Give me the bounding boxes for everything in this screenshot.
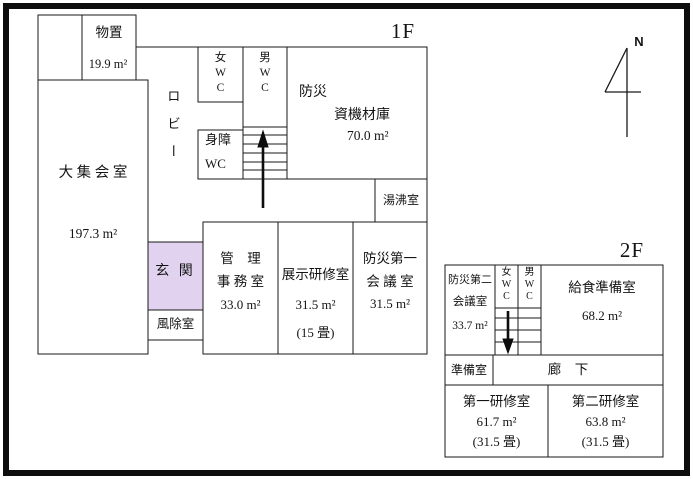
accessible-wc-line2: WC	[205, 156, 226, 171]
disaster-storage-area: 70.0 m²	[347, 128, 389, 143]
room-entrance-outline	[147, 241, 204, 311]
disaster-meeting1-line1: 防災第一	[363, 251, 417, 266]
main-hall-name: 大 集 会 室	[58, 165, 128, 181]
corridor-label: 廊 下	[547, 362, 589, 377]
disaster-meeting2-line2: 会議室	[452, 296, 488, 308]
stairs-up-arrow-icon	[257, 129, 269, 208]
mens-wc-1f-label: 男 W C	[259, 52, 271, 94]
exhibition-name: 展示研修室	[281, 267, 350, 282]
disaster-storage-line1: 防災	[299, 85, 327, 100]
main-hall-area: 197.3 m²	[68, 226, 118, 241]
training2-name: 第二研修室	[571, 394, 640, 409]
training2-area: 63.8 m²	[585, 414, 626, 429]
exhibition-area: 31.5 m²	[295, 297, 336, 312]
disaster-meeting2-area: 33.7 m²	[452, 320, 488, 332]
training1-name: 第一研修室	[462, 394, 531, 409]
storage-area: 19.9 m²	[88, 57, 128, 71]
mens-wc-2f-label: 男 W C	[524, 267, 535, 302]
accessible-wc-line1: 身障	[205, 132, 232, 147]
outer-border	[3, 3, 690, 476]
training2-tatami: (31.5 畳)	[581, 434, 630, 449]
admin-office-line1: 管 理	[220, 251, 261, 266]
room-disaster-storage-outline	[286, 46, 428, 180]
disaster-storage-line2: 資機材庫	[334, 108, 390, 123]
admin-office-area: 33.0 m²	[220, 297, 261, 312]
room-disaster-meeting1-outline	[352, 221, 428, 355]
prep-room-label: 準備室	[450, 363, 487, 377]
disaster-meeting2-line1: 防災第二	[448, 274, 492, 286]
training1-area: 61.7 m²	[476, 414, 517, 429]
stairs-1f-treads	[243, 134, 287, 171]
storage-name: 物置	[95, 25, 123, 40]
meal-prep-area: 68.2 m²	[581, 308, 622, 323]
lobby-label: ロビー	[164, 88, 180, 172]
kitchenette-label: 湯沸室	[382, 193, 419, 207]
room-unlabeled-outline	[37, 14, 83, 81]
room-training2-outline	[547, 384, 664, 458]
floor1-walls	[37, 14, 428, 355]
disaster-meeting1-area: 31.5 m²	[369, 296, 410, 311]
floor2-label: 2F	[619, 238, 645, 262]
north-compass-icon	[604, 47, 641, 137]
exhibition-tatami: (15 畳)	[296, 325, 335, 340]
floor2-walls	[444, 264, 664, 458]
womens-wc-1f-label: 女 W C	[214, 52, 227, 94]
compass-north-label: N	[634, 34, 644, 49]
admin-office-line2: 事 務 室	[216, 274, 265, 289]
room-main-hall-outline	[37, 79, 149, 355]
entrance-label: 玄 関	[155, 264, 196, 279]
floor1-label: 1F	[390, 19, 416, 43]
meal-prep-name: 給食準備室	[568, 280, 636, 295]
stairs-2f-treads	[495, 317, 541, 343]
stairs-down-arrow-icon	[502, 311, 514, 355]
windbreak-label: 風除室	[156, 317, 195, 331]
womens-wc-2f-label: 女 W C	[501, 267, 512, 302]
training1-tatami: (31.5 畳)	[472, 434, 521, 449]
room-windbreak-outline	[147, 309, 204, 341]
disaster-meeting1-line2: 会 議 室	[366, 274, 414, 289]
